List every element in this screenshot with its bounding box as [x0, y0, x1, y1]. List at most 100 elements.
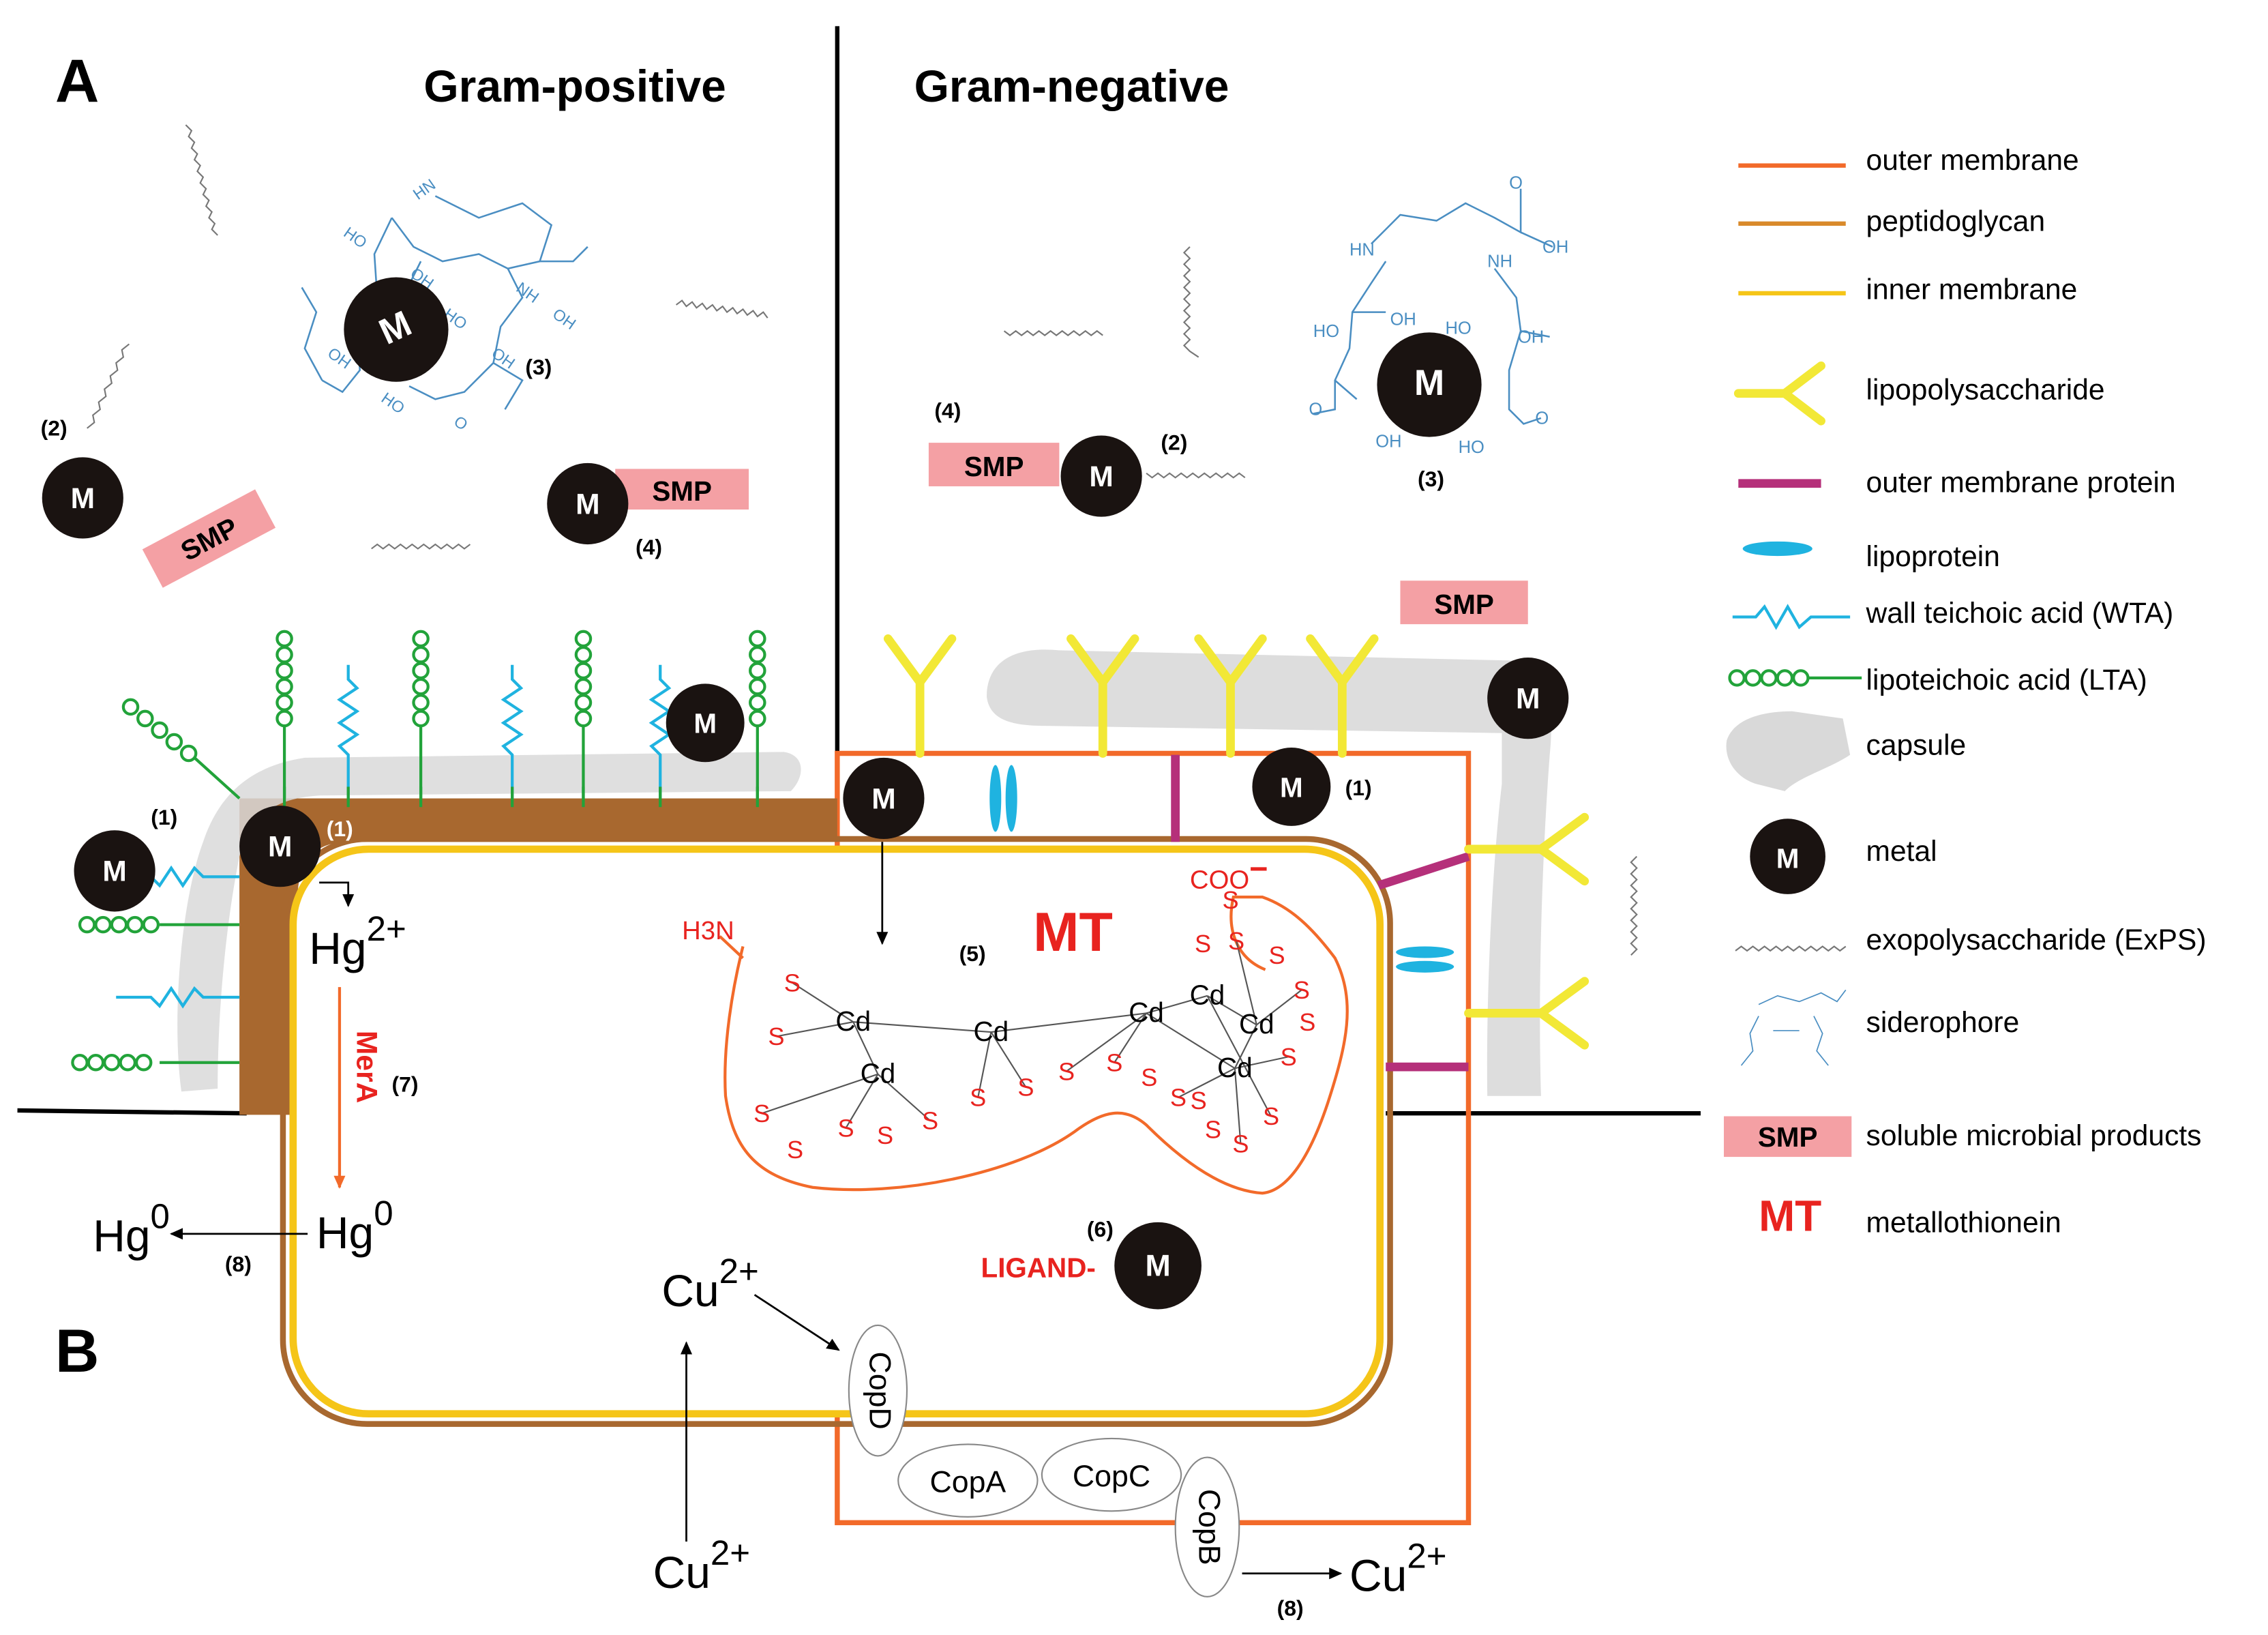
metal-ion: M: [843, 757, 925, 840]
cu2-outside: Cu2+: [653, 1533, 751, 1597]
exopolysaccharide: [371, 543, 471, 550]
mt-bond: [776, 1021, 854, 1037]
mt-bond: [1234, 1056, 1289, 1070]
gram-positive-title: Gram-positive: [423, 61, 726, 111]
lipopolysaccharide: [1464, 977, 1590, 1050]
svg-text:NH: NH: [513, 278, 543, 306]
exopolysaccharides: [87, 124, 1638, 956]
legend-label-smp: soluble microbial products: [1866, 1119, 2202, 1152]
cu2-released: Cu2+: [1349, 1536, 1447, 1600]
gram-negative-title: Gram-negative: [914, 61, 1229, 111]
s-atom: S: [787, 1136, 803, 1164]
legend-symbol-lipoprotein: [1742, 541, 1812, 557]
s-atom: S: [970, 1084, 986, 1112]
mt-bond: [1114, 1012, 1147, 1063]
metal-ion: M: [42, 457, 123, 539]
cd-atom: Cd: [974, 1016, 1009, 1047]
s-atom: S: [922, 1107, 938, 1135]
siderophore-gram-positive: [301, 195, 588, 410]
hg0-released: Hg0: [93, 1196, 170, 1261]
metal-ion: M: [1487, 658, 1569, 739]
wta-vertical: [648, 664, 672, 799]
s-atom: S: [1228, 927, 1244, 955]
mt-bond: [1066, 1012, 1147, 1072]
s-atom: S: [1281, 1043, 1297, 1071]
siderophore-gram-negative: [1313, 188, 1553, 425]
legend-label-mt: metallothionein: [1866, 1207, 2061, 1239]
metal-to-hg-arrow: [319, 881, 355, 908]
cell-inner-membrane: [289, 845, 1384, 1418]
lipopolysaccharide: [1464, 812, 1590, 886]
metal-ion-label: M: [871, 782, 895, 815]
siderophore-gn-labels: HN NH OH O OH HO HO OH O OH HO O: [1309, 174, 1568, 457]
s-atom: S: [1294, 976, 1310, 1004]
smp-box: SMP: [1400, 580, 1528, 625]
s-atom: S: [1205, 1115, 1221, 1143]
mt-protein-chain: [723, 896, 1349, 1195]
svg-text:HO: HO: [1445, 319, 1471, 338]
metal-ion-label: M: [1414, 363, 1444, 403]
svg-text:HO: HO: [1459, 438, 1484, 457]
s-atom: S: [1058, 1057, 1075, 1085]
cd-atom: Cd: [1129, 997, 1164, 1028]
exopolysaccharide: [185, 124, 218, 236]
mt-n-terminus-link: [719, 935, 744, 960]
capsule-gram-positive: [177, 752, 801, 1092]
cd-atom: Cd: [1239, 1008, 1274, 1040]
panel-b-label: B: [55, 1316, 100, 1385]
svg-text:O: O: [1535, 409, 1549, 428]
cd-atom: Cd: [1190, 979, 1225, 1011]
mt-bond: [1146, 995, 1208, 1014]
lta-diagonal: [121, 698, 241, 800]
metal-ion: M: [1060, 435, 1142, 517]
legend-symbol-metal: [1750, 819, 1825, 894]
legend-label-lipoprotein: lipoprotein: [1866, 540, 2000, 573]
lipoprotein: [1396, 960, 1454, 973]
s-atom: S: [784, 969, 801, 997]
legend-label-wta: wall teichoic acid (WTA): [1866, 597, 2174, 630]
legend-symbol-exopolysaccharide: [1735, 945, 1847, 952]
legend-label-lta: lipoteichoic acid (LTA): [1866, 664, 2147, 696]
svg-text:O: O: [451, 412, 471, 434]
svg-text:NH: NH: [1487, 252, 1512, 271]
svg-text:HN: HN: [410, 175, 439, 203]
metal-ion-label: M: [1516, 683, 1540, 716]
metal-ion: M: [344, 277, 449, 382]
exopolysaccharide: [1630, 855, 1638, 956]
mera-enzyme: MerA: [350, 1031, 383, 1103]
metal-ion-label: M: [693, 708, 717, 739]
s-atom: S: [753, 1100, 770, 1128]
s-atom: S: [1222, 886, 1238, 914]
s-atom: S: [877, 1121, 893, 1149]
svg-text:O: O: [1509, 174, 1523, 193]
mt-bond: [1234, 1068, 1242, 1145]
s-atom: S: [1191, 1087, 1207, 1115]
exopolysaccharide: [1003, 329, 1103, 336]
copb-protein: CopB: [1174, 1456, 1240, 1597]
step-label: (2): [41, 415, 68, 440]
legend-symbol-lipopolysaccharide: [1733, 361, 1825, 426]
hg0-ion: Hg0: [316, 1194, 393, 1258]
lipopolysaccharide: [883, 634, 957, 758]
mt-bond: [1146, 1012, 1236, 1070]
step-label: (4): [934, 398, 961, 423]
step-label: (6): [1087, 1217, 1114, 1241]
step-label: (5): [959, 941, 986, 966]
step-label: (4): [636, 535, 662, 559]
cu-to-copd-arrow: [753, 1294, 840, 1351]
legend-smp-text: SMP: [1758, 1121, 1818, 1153]
lta-vertical: [574, 630, 593, 799]
mt-bond: [852, 1021, 879, 1075]
cu2-inside: Cu2+: [661, 1252, 759, 1316]
step-label: (7): [392, 1072, 419, 1096]
lipoteichoic-acids: [71, 630, 766, 1072]
teichoic-anchor-stubs: [282, 786, 759, 808]
mt-bond: [853, 1021, 991, 1033]
step-label: (8): [225, 1252, 252, 1276]
legend-label-siderophore: siderophore: [1866, 1006, 2020, 1039]
legend: M SMP MT: [1724, 163, 1862, 1241]
svg-text:OH: OH: [488, 344, 518, 372]
metal-ion-label: M: [576, 488, 599, 520]
exopolysaccharide: [1146, 472, 1246, 479]
